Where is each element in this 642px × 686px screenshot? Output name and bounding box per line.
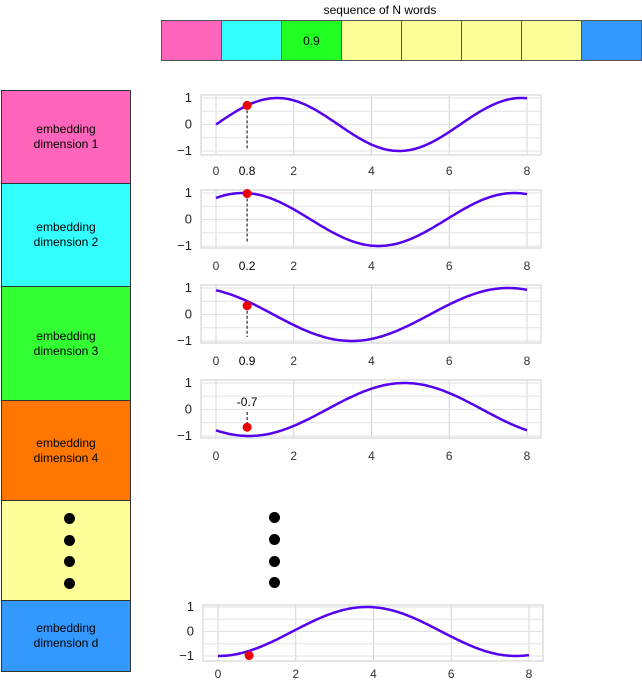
ellipsis-dot bbox=[64, 513, 75, 524]
y-tick-label: −1 bbox=[177, 238, 192, 253]
sequence-word-cell bbox=[581, 20, 642, 61]
x-tick-label: 6 bbox=[446, 164, 453, 178]
sinusoid-curve bbox=[215, 191, 528, 248]
y-tick-label: −1 bbox=[179, 648, 194, 663]
sequence-word-cell bbox=[461, 20, 522, 61]
label-line: dimension 1 bbox=[33, 137, 99, 151]
sample-marker-dot bbox=[242, 189, 252, 199]
ellipsis-dot bbox=[269, 534, 280, 545]
x-tick-label: 4 bbox=[370, 667, 377, 681]
x-tick-label: 8 bbox=[524, 259, 531, 273]
label-line: embedding bbox=[36, 122, 96, 136]
sinusoid-curve bbox=[215, 96, 528, 153]
x-tick-label: 2 bbox=[290, 259, 297, 273]
label-line: dimension 2 bbox=[33, 235, 99, 249]
x-tick-label: 6 bbox=[446, 449, 453, 463]
x-tick-label: 8 bbox=[524, 354, 531, 368]
label-line: embedding bbox=[36, 435, 96, 450]
x-tick-label: 6 bbox=[448, 667, 455, 681]
x-tick-label: 0 bbox=[213, 354, 220, 368]
label-line: dimension d bbox=[33, 636, 99, 650]
y-tick-label: 1 bbox=[185, 280, 192, 295]
label-line: dimension 4 bbox=[33, 450, 99, 465]
x-tick-label: 2 bbox=[292, 667, 299, 681]
y-tick-label: 1 bbox=[185, 90, 192, 105]
y-tick-label: 1 bbox=[185, 375, 192, 390]
x-tick-label: 2 bbox=[290, 354, 297, 368]
sample-marker-dot bbox=[244, 651, 254, 661]
x-tick-label: 4 bbox=[368, 449, 375, 463]
x-tick-label: 4 bbox=[368, 259, 375, 273]
x-tick-label: 4 bbox=[368, 164, 375, 178]
sample-marker-dot bbox=[242, 422, 252, 432]
x-tick-label: 4 bbox=[368, 354, 375, 368]
sinusoid-curve bbox=[215, 286, 528, 343]
ellipsis-dot bbox=[269, 556, 280, 567]
x-tick-label: 8 bbox=[524, 449, 531, 463]
x-tick-label: 2 bbox=[290, 164, 297, 178]
ellipsis-dot bbox=[269, 512, 280, 523]
sequence-word-cell bbox=[341, 20, 402, 61]
y-tick-label: −1 bbox=[177, 333, 192, 348]
marker-value-label: 0.2 bbox=[239, 259, 256, 273]
marker-value-label: 0.9 bbox=[239, 354, 256, 368]
x-tick-label: 8 bbox=[524, 164, 531, 178]
x-tick-label: 6 bbox=[446, 259, 453, 273]
sample-marker-dot bbox=[242, 100, 252, 110]
x-tick-label: 8 bbox=[526, 667, 533, 681]
sinusoid-curve bbox=[215, 381, 528, 438]
sequence-word-cell bbox=[401, 20, 462, 61]
sequence-title: sequence of N words bbox=[323, 3, 437, 17]
marker-value-label: -0.7 bbox=[237, 395, 258, 409]
label-line: embedding bbox=[36, 220, 96, 234]
label-line: dimension 3 bbox=[33, 343, 99, 358]
y-tick-label: 0 bbox=[185, 117, 192, 132]
sequence-word-cell bbox=[521, 20, 582, 61]
x-tick-label: 0 bbox=[215, 667, 222, 681]
ellipsis-dot bbox=[64, 578, 75, 589]
x-tick-label: 0 bbox=[213, 164, 220, 178]
sample-marker-dot bbox=[242, 301, 252, 311]
y-tick-label: 1 bbox=[187, 599, 194, 614]
label-line: embedding bbox=[36, 328, 96, 343]
x-tick-label: 6 bbox=[446, 354, 453, 368]
y-tick-label: 0 bbox=[187, 624, 194, 639]
y-tick-label: 0 bbox=[185, 307, 192, 322]
y-tick-label: −1 bbox=[177, 143, 192, 158]
ellipsis-dot bbox=[64, 535, 75, 546]
y-tick-label: 0 bbox=[185, 212, 192, 227]
x-tick-label: 0 bbox=[213, 449, 220, 463]
x-tick-label: 2 bbox=[290, 449, 297, 463]
label-line: embedding bbox=[36, 621, 96, 635]
x-tick-label: 0 bbox=[213, 259, 220, 273]
y-tick-label: 1 bbox=[185, 185, 192, 200]
ellipsis-dot bbox=[269, 577, 280, 588]
sinusoid-curve bbox=[218, 605, 530, 658]
ellipsis-dot bbox=[64, 556, 75, 567]
sequence-word-cell bbox=[221, 20, 282, 61]
y-tick-label: 0 bbox=[185, 402, 192, 417]
marker-value-label: 0.8 bbox=[239, 164, 256, 178]
y-tick-label: −1 bbox=[177, 428, 192, 443]
